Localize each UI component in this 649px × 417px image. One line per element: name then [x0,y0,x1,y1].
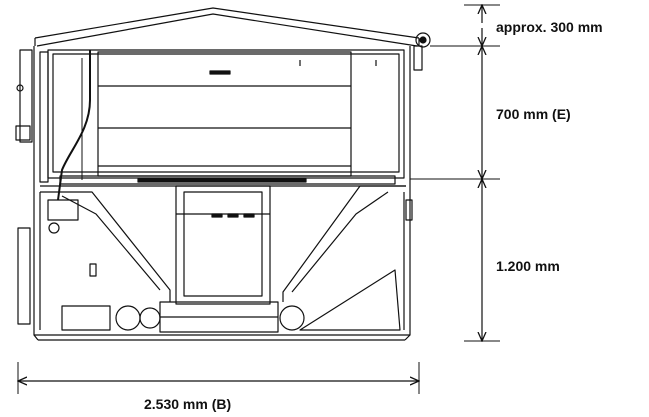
lower-section-label: 1.200 mm [496,258,560,274]
dimension-arrows [18,5,482,381]
upper-section-label: 700 mm (E) [496,106,571,122]
top-clearance-label: approx. 300 mm [496,19,603,35]
machine-outline [15,7,431,341]
width-label: 2.530 mm (B) [144,396,232,412]
